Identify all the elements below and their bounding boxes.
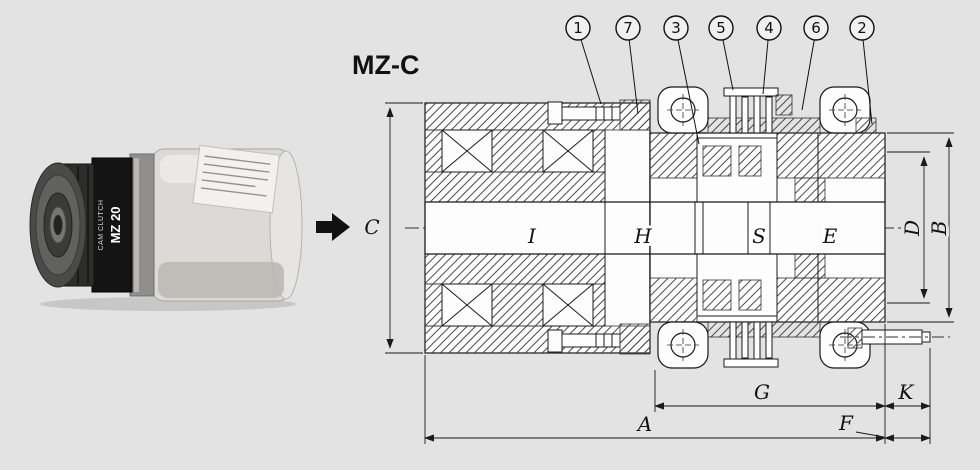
figure-title: MZ-C: [352, 50, 419, 80]
callout-balloons: 1 7 3 5 4: [565, 15, 875, 145]
lever-arm: [840, 327, 950, 349]
spec-sticker: [192, 144, 280, 214]
callout-balloon: 7: [615, 15, 641, 115]
spring-plates: [723, 87, 779, 134]
retainer-pin: [723, 358, 779, 368]
grease-bolt-bottom: [547, 323, 651, 355]
callout-balloon: 6: [801, 15, 829, 111]
hatched-sections-left: [424, 102, 651, 354]
cam-cage: [696, 137, 826, 317]
callout-number: 5: [716, 19, 726, 37]
retainer-pin: [723, 87, 779, 97]
dim-label-S: S: [752, 224, 766, 248]
callout-balloon: 5: [708, 15, 734, 91]
bore-hole: [53, 215, 63, 235]
brand-text: CAM CLUTCH: [98, 200, 105, 251]
callout-number: 6: [811, 19, 821, 37]
dim-label-C: C: [364, 215, 379, 239]
mounting-lug: [657, 86, 709, 134]
bearing-symbols: [441, 129, 594, 327]
end-face: [29, 162, 87, 288]
lug-hole-icon: [667, 329, 699, 361]
model-text: MZ 20: [108, 207, 123, 244]
callout-balloon: 1: [565, 15, 602, 105]
dim-label-I: I: [527, 224, 537, 248]
lug-hole-icon: [829, 94, 861, 126]
cross-section-drawing: C B D I H S E G K A F 1 7: [361, 15, 954, 444]
mounting-lug: [819, 321, 871, 369]
dim-label-H: H: [633, 224, 652, 248]
callout-number: 1: [573, 19, 583, 37]
metal-ring-highlight: [134, 158, 139, 292]
dim-label-E: E: [822, 224, 838, 248]
lug-hole-icon: [667, 94, 699, 126]
lock-nut: [775, 94, 793, 116]
bearing-symbol: [441, 283, 493, 327]
set-screw: [855, 117, 877, 134]
callout-balloon: 3: [663, 15, 700, 145]
dim-label-B: B: [927, 221, 951, 237]
spring-plates: [723, 321, 779, 368]
label-band: [91, 157, 133, 293]
bearing-symbol: [542, 283, 594, 327]
dim-label-A: A: [636, 412, 652, 436]
mounting-lug: [657, 321, 709, 369]
bottom-flange: [657, 321, 950, 369]
callout-number: 3: [671, 19, 681, 37]
metal-ring: [129, 153, 155, 297]
housing-shade: [158, 262, 284, 298]
bearing-symbol: [542, 129, 594, 173]
dimension-lines: [385, 102, 954, 444]
dim-label-K: K: [898, 380, 915, 404]
callout-balloon: 2: [849, 15, 875, 125]
dimension-labels: C B D I H S E G K A F: [361, 212, 954, 439]
callout-number: 4: [764, 19, 774, 37]
bearing-symbol: [441, 129, 493, 173]
pointer-arrow-icon: [316, 213, 350, 241]
callout-number: 7: [623, 19, 633, 37]
grease-bolt-top: [547, 99, 651, 131]
callout-balloon: 4: [756, 15, 782, 95]
housing-end-cap: [269, 150, 303, 300]
dim-label-D: D: [900, 220, 924, 237]
callout-number: 2: [857, 19, 867, 37]
product-photo: CAM CLUTCH MZ 20: [29, 144, 303, 311]
top-flange: [657, 86, 877, 134]
dim-label-G: G: [754, 380, 770, 404]
dim-label-F: F: [838, 411, 854, 435]
